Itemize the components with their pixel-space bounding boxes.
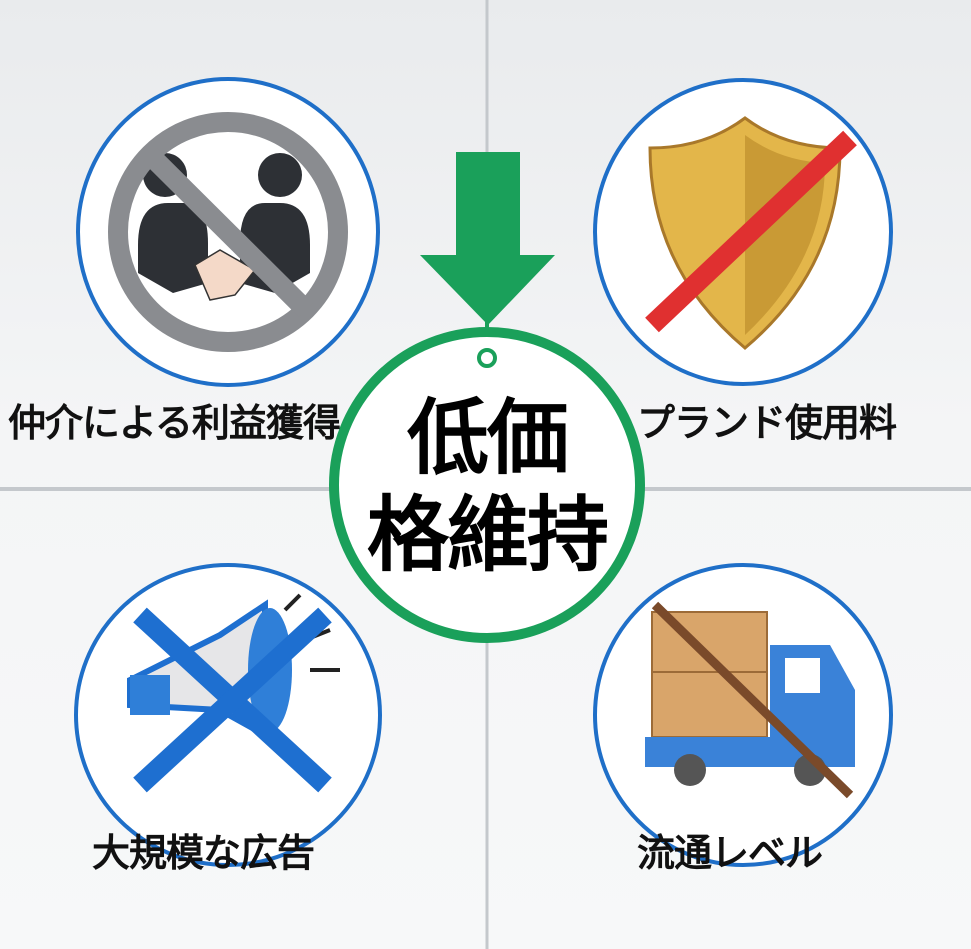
crossed-shield-icon [593,78,893,386]
label-intermediary-profit: 仲介による利益獲得 [8,401,341,445]
label-distribution-level: 流通レベル [637,831,823,875]
crossed-megaphone-icon [74,563,382,867]
center-circle [329,327,645,643]
label-large-advertising: 大規模な広告 [92,831,315,875]
label-brand-fee: プランド使用料 [637,401,897,445]
no-handshake-icon [76,77,380,387]
crossed-truck-icon [593,563,893,867]
center-title-line1: 低価 [406,391,569,486]
center-title-line2: 格維持 [366,488,609,583]
down-arrow-icon [420,152,555,368]
